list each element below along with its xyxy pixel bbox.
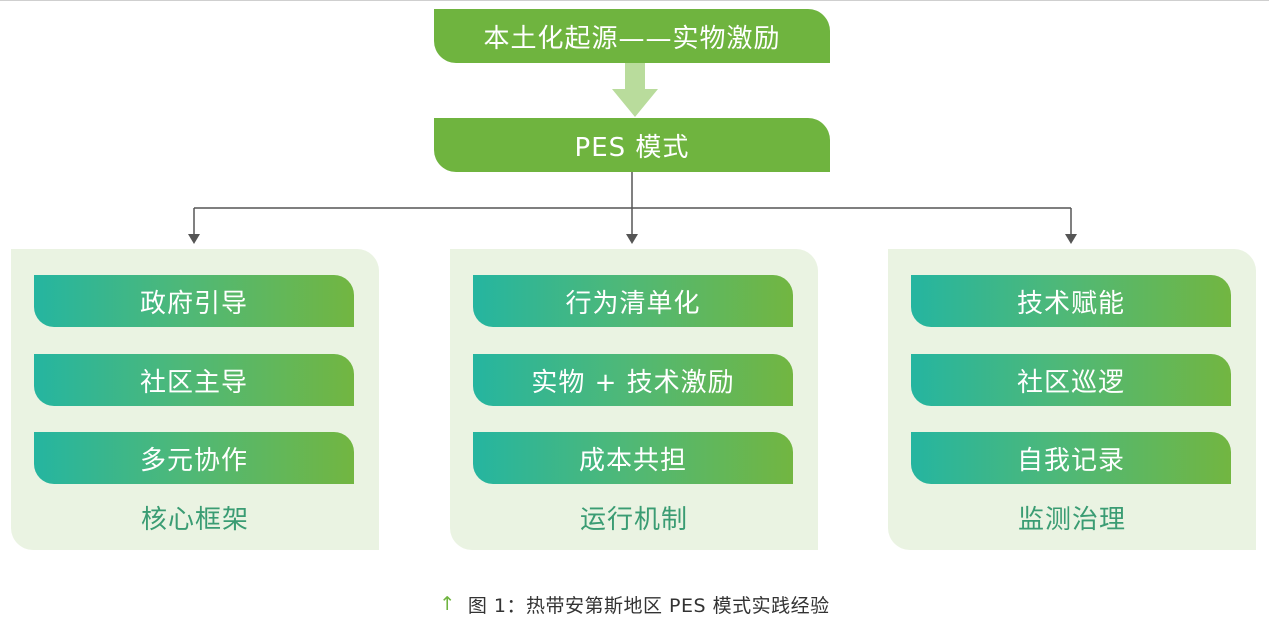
panel-item-label: 行为清单化 — [565, 288, 701, 319]
panel-item: 成本共担 — [473, 432, 793, 484]
arrowhead-center-icon — [626, 234, 638, 244]
panel-operating-mechanism: 行为清单化 实物 + 技术激励 成本共担 运行机制 — [450, 249, 818, 550]
panel-title: 核心框架 — [140, 504, 249, 535]
panel-title: 运行机制 — [579, 504, 688, 535]
pes-mode-box: PES 模式 — [434, 118, 830, 172]
panel-item-label: 自我记录 — [1016, 445, 1125, 476]
panel-item: 政府引导 — [34, 275, 354, 327]
panel-item: 行为清单化 — [473, 275, 793, 327]
panel-item: 多元协作 — [34, 432, 354, 484]
panel-item-label: 多元协作 — [139, 445, 248, 476]
arrowhead-right-icon — [1065, 234, 1077, 244]
connector-lines — [188, 172, 1077, 244]
panel-item: 自我记录 — [911, 432, 1231, 484]
down-arrow-icon — [612, 63, 658, 117]
panel-item-label: 社区巡逻 — [1016, 367, 1125, 398]
top-border-line — [0, 0, 1269, 1]
up-arrow-icon: ↑ — [439, 593, 456, 615]
arrowhead-left-icon — [188, 234, 200, 244]
panel-item: 实物 + 技术激励 — [473, 354, 793, 406]
panel-item-label: 技术赋能 — [1016, 288, 1125, 319]
caption-text: 图 1：热带安第斯地区 PES 模式实践经验 — [467, 594, 830, 617]
panel-item: 技术赋能 — [911, 275, 1231, 327]
panel-item-label: 政府引导 — [139, 288, 248, 319]
panel-item-label: 成本共担 — [578, 445, 687, 476]
panel-monitoring-governance: 技术赋能 社区巡逻 自我记录 监测治理 — [888, 249, 1256, 550]
panel-item: 社区主导 — [34, 354, 354, 406]
origin-box: 本土化起源——实物激励 — [434, 9, 830, 63]
panel-title: 监测治理 — [1017, 504, 1126, 535]
origin-box-label: 本土化起源——实物激励 — [483, 23, 781, 54]
panel-item: 社区巡逻 — [911, 354, 1231, 406]
panel-item-label: 实物 + 技术激励 — [531, 367, 735, 398]
figure-caption: ↑ 图 1：热带安第斯地区 PES 模式实践经验 — [0, 589, 1269, 619]
panel-item-label: 社区主导 — [139, 367, 248, 398]
pes-mode-label: PES 模式 — [574, 132, 690, 163]
panel-core-framework: 政府引导 社区主导 多元协作 核心框架 — [11, 249, 379, 550]
